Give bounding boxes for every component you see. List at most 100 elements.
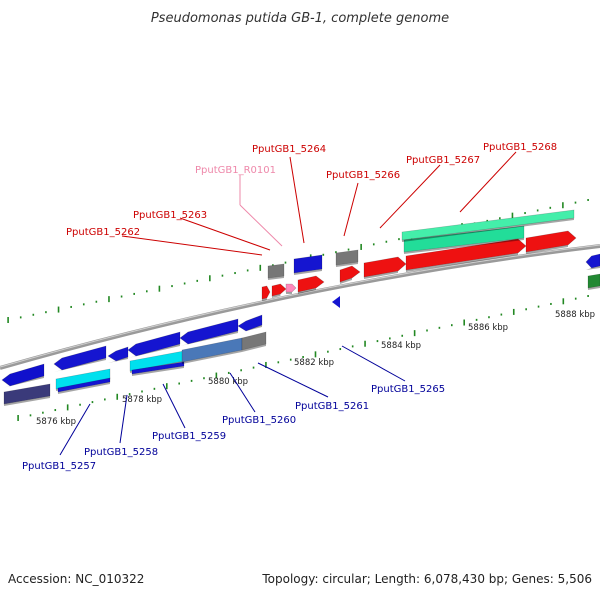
gene-block-navy	[3, 383, 51, 405]
gene-block-green-shade	[404, 238, 524, 254]
gene-label-5258[interactable]: PputGB1_5258	[84, 447, 158, 458]
tick-mark	[29, 414, 32, 417]
gene-block-green-light	[401, 209, 575, 241]
tick-mark	[190, 379, 193, 382]
genome-backbone	[0, 244, 600, 370]
tick-mark	[537, 305, 540, 308]
tick-mark	[360, 243, 362, 250]
gene-label-5264[interactable]: PputGB1_5264	[252, 144, 326, 155]
tick-mark	[95, 300, 98, 303]
gene-block-blue	[293, 254, 323, 274]
gene-label-5263[interactable]: PputGB1_5263	[133, 210, 207, 221]
tick-mark	[525, 308, 527, 311]
tick-mark	[488, 316, 490, 319]
tick-mark	[587, 199, 589, 201]
gene-block-grey-shade	[336, 262, 358, 267]
gene-block-darkgreen	[587, 273, 600, 289]
gene-labels-bottom: PputGB1_5257 PputGB1_5258 PputGB1_5259 P…	[22, 345, 445, 472]
tick-mark	[133, 292, 135, 295]
tick-mark	[289, 358, 292, 361]
gene-label-5267[interactable]: PputGB1_5267	[406, 155, 480, 166]
kbp-label-5878: 5878 kbp	[122, 395, 162, 405]
tick-mark	[252, 366, 255, 369]
gene-block-navy-shade	[4, 396, 50, 406]
tick-mark	[215, 372, 218, 379]
tick-mark	[574, 201, 577, 204]
gene-block-red-shade	[298, 288, 316, 294]
tick-mark	[45, 311, 47, 314]
tick-mark	[438, 326, 441, 329]
leader-line	[179, 217, 271, 251]
tick-mark	[401, 334, 404, 337]
gene-features	[1, 209, 600, 406]
tick-mark	[562, 298, 565, 305]
gene-block-pink	[285, 283, 297, 293]
tick-mark	[376, 340, 379, 343]
tick-mark	[265, 361, 267, 368]
kbp-label-5884: 5884 kbp	[381, 341, 421, 351]
leader-line	[459, 151, 517, 213]
tick-mark	[183, 282, 186, 285]
gene-label-5261[interactable]: PputGB1_5261	[295, 401, 369, 412]
gene-block-red-shade	[272, 294, 281, 298]
tick-mark	[82, 303, 85, 306]
tick-mark	[272, 264, 274, 267]
gene-block-grey	[335, 249, 359, 266]
gene-label-5265[interactable]: PputGB1_5265	[371, 384, 445, 395]
gene-label-5266[interactable]: PputGB1_5266	[326, 170, 400, 181]
tick-mark	[398, 238, 400, 241]
gene-block-red-shade	[364, 271, 398, 279]
tick-mark	[372, 243, 375, 246]
gene-block-blue-strip-shade	[132, 366, 184, 376]
gene-label-5262[interactable]: PputGB1_5262	[66, 227, 140, 238]
tick-mark	[475, 318, 478, 321]
tick-mark	[234, 272, 236, 275]
tick-mark	[284, 261, 287, 264]
gene-block-grey	[267, 263, 285, 279]
gene-block-red-shade	[526, 245, 568, 254]
genome-title: Pseudomonas putida GB-1, complete genome	[151, 11, 449, 26]
gene-label-5260[interactable]: PputGB1_5260	[222, 415, 296, 426]
tick-mark	[66, 404, 69, 411]
tick-mark	[259, 264, 262, 271]
leader-line	[162, 383, 186, 429]
tick-mark	[145, 290, 148, 293]
tick-mark	[450, 324, 453, 327]
tick-mark	[203, 377, 205, 380]
tick-mark	[524, 212, 526, 215]
tick-mark	[389, 337, 391, 340]
gene-label-R0101[interactable]: PputGB1_R0101	[195, 165, 276, 176]
leader-line	[119, 394, 128, 444]
gene-block-green-light-shade	[402, 218, 574, 242]
tick-mark	[574, 297, 577, 300]
gene-label-5268[interactable]: PputGB1_5268	[483, 142, 557, 153]
gene-block-steel-shade	[182, 350, 242, 364]
tick-mark	[413, 330, 416, 337]
tick-mark	[314, 351, 317, 358]
tick-mark	[227, 371, 230, 374]
tick-mark	[486, 219, 489, 222]
tick-mark	[178, 382, 180, 385]
leader-line	[257, 362, 329, 398]
gene-label-5257[interactable]: PputGB1_5257	[22, 461, 96, 472]
leader-line	[289, 156, 305, 244]
tick-mark	[221, 274, 224, 277]
kbp-label-5882: 5882 kbp	[294, 358, 334, 368]
kbp-label-5876: 5876 kbp	[36, 417, 76, 427]
tick-mark	[536, 209, 539, 212]
tick-mark	[512, 308, 515, 315]
gene-block-grey-shade	[268, 276, 284, 280]
tick-mark	[42, 411, 44, 414]
tick-mark	[165, 383, 168, 390]
tick-mark	[57, 306, 60, 313]
tick-mark	[587, 295, 589, 297]
gene-label-5259[interactable]: PputGB1_5259	[152, 431, 226, 442]
gene-block-blue	[53, 345, 107, 371]
leader-line	[239, 204, 283, 247]
tick-mark	[364, 340, 366, 347]
tick-mark	[550, 302, 552, 305]
gene-block-blue	[179, 318, 239, 345]
tick-mark	[104, 398, 106, 401]
